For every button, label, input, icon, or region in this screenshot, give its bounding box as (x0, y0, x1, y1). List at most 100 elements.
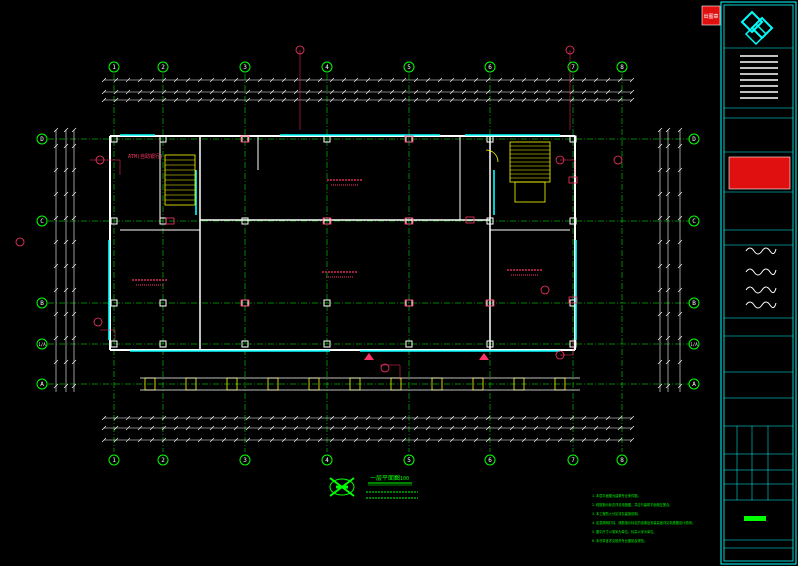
title-block-marker (744, 516, 766, 521)
grid-bubble-label: 7 (571, 64, 575, 71)
dimension-tick (53, 287, 59, 293)
dimension-tick (677, 263, 683, 269)
grid-bubble-label: 5 (407, 64, 411, 71)
grid-bubble-label: D (692, 136, 696, 143)
dimension-tick (341, 425, 347, 431)
dimension-tick (509, 97, 515, 103)
dimension-tick (185, 77, 191, 83)
grid-bubble (36, 338, 48, 350)
dimension-tick (665, 335, 671, 341)
dimension-tick (569, 415, 575, 421)
dimension-tick (677, 359, 683, 365)
dimension-tick (473, 425, 479, 431)
signature-icon (745, 268, 777, 276)
dimension-tick (497, 425, 503, 431)
dimension-tick (593, 97, 599, 103)
dimension-tick (53, 167, 59, 173)
dimension-tick (657, 311, 663, 317)
grid-bubble (403, 454, 415, 466)
dimension-tick (63, 127, 69, 133)
annotation-bubble (613, 155, 623, 165)
note-line: 2. 疏散指示标志详见电施图，并应与建筑平面相互配合。 (592, 502, 673, 507)
grid-bubble (157, 61, 169, 73)
column-post (486, 135, 494, 143)
grid-bubble (484, 454, 496, 466)
dimension-tick (71, 335, 77, 341)
dimension-tick (557, 415, 563, 421)
column-post (159, 135, 167, 143)
grid-bubble (484, 61, 496, 73)
dimension-tick (377, 89, 383, 95)
dimension-tick (173, 77, 179, 83)
dimension-tick (657, 335, 663, 341)
column-post (159, 340, 167, 348)
dimension-tick (281, 97, 287, 103)
grid-bubble (616, 61, 628, 73)
dimension-tick (71, 127, 77, 133)
dimension-tick (71, 191, 77, 197)
dimension-tick (497, 437, 503, 443)
dimension-tick (581, 437, 587, 443)
dimension-tick (521, 77, 527, 83)
dimension-tick (557, 425, 563, 431)
dimension-tick (185, 415, 191, 421)
grid-bubble (688, 133, 700, 145)
note-line: 3. 本工程防火分区详见建施说明。 (592, 511, 641, 516)
grid-bubble (616, 454, 628, 466)
grid-bubble-label: C (40, 218, 44, 225)
dimension-tick (461, 415, 467, 421)
dimension-tick (665, 239, 671, 245)
dimension-tick (53, 215, 59, 221)
dimension-tick (257, 415, 263, 421)
grid-bubble-label: 3 (243, 457, 247, 464)
dimension-tick (245, 425, 251, 431)
dimension-tick (257, 437, 263, 443)
dimension-tick (101, 437, 107, 443)
column-post (486, 217, 494, 225)
dimension-tick (149, 97, 155, 103)
dimension-tick (185, 97, 191, 103)
dimension-tick (413, 437, 419, 443)
grid-bubble (36, 297, 48, 309)
dimension-tick (377, 415, 383, 421)
dimension-tick (657, 263, 663, 269)
grid-bubble (688, 378, 700, 390)
dimension-tick (137, 425, 143, 431)
dimension-tick (71, 311, 77, 317)
dimension-tick (71, 215, 77, 221)
dimension-tick (71, 383, 77, 389)
dimension-tick (677, 191, 683, 197)
dimension-tick (677, 167, 683, 173)
dimension-tick (257, 89, 263, 95)
column-post (241, 340, 249, 348)
dimension-tick (509, 425, 515, 431)
dimension-tick (221, 425, 227, 431)
dimension-tick (197, 425, 203, 431)
dimension-tick (173, 415, 179, 421)
dimension-tick (293, 437, 299, 443)
grid-bubble (108, 454, 120, 466)
plan-title: 一层平面图 (370, 475, 400, 482)
signature-icon (745, 247, 777, 255)
plan-scale: 1:100 (394, 476, 409, 482)
dimension-tick (473, 97, 479, 103)
dimension-tick (485, 97, 491, 103)
dimension-tick (593, 77, 599, 83)
warning-triangle-icon (364, 353, 374, 360)
annotation-bubble (15, 237, 25, 247)
grid-bubble-label: 6 (488, 64, 492, 71)
annotation-leader (90, 159, 121, 175)
dimension-tick (437, 425, 443, 431)
dimension-tick (209, 425, 215, 431)
dimension-tick (329, 97, 335, 103)
dimension-tick (137, 97, 143, 103)
dimension-tick (401, 437, 407, 443)
dimension-layer (53, 77, 683, 443)
dimension-tick (437, 89, 443, 95)
dimension-tick (101, 425, 107, 431)
dimension-tick (245, 415, 251, 421)
dimension-tick (437, 415, 443, 421)
dimension-tick (665, 127, 671, 133)
grid-bubble (688, 215, 700, 227)
dimension-tick (437, 97, 443, 103)
